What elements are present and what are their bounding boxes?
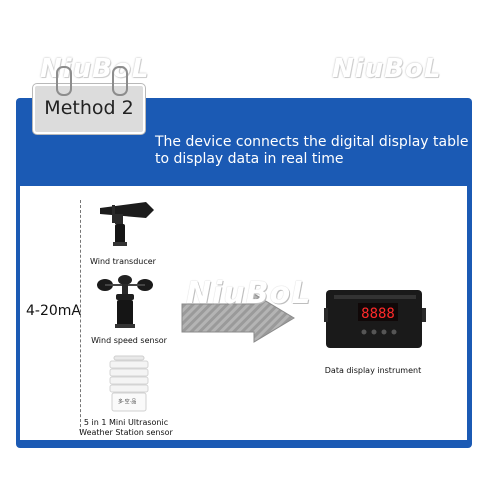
anemometer-icon [97,275,153,328]
caption-wind-speed-sensor: Wind speed sensor [91,336,167,345]
headline-line-2: to display data in real time [155,151,344,167]
caption-weather-station-line-2: Weather Station sensor [79,428,173,437]
headline-line-1: The device connects the digital display … [155,134,469,150]
caption-wind-transducer: Wind transducer [90,257,156,266]
watermark-center: NiuBoL [186,276,312,311]
signal-divider [80,200,81,432]
weather-station-icon [109,355,149,412]
method-label: Method 2 [44,97,134,119]
caption-weather-station-line-1: 5 in 1 Mini Ultrasonic [83,418,169,427]
method-tab: Method 2 [33,84,145,134]
display-instrument-icon: 8888 [324,290,426,348]
flow-arrow-icon [181,293,295,343]
binder-ring-icon [56,66,72,96]
watermark-right: NiuBoL [332,54,442,84]
device-marking: 多·空·品 [118,399,137,405]
binder-ring-icon [112,66,128,96]
signal-label: 4-20mA [26,303,81,319]
headline: The device connects the digital display … [155,134,475,168]
caption-weather-station: 5 in 1 Mini Ultrasonic Weather Station s… [76,418,176,438]
instrument-readout: 8888 [361,306,395,322]
caption-display-instrument: Data display instrument [324,366,422,375]
wind-vane-icon [100,202,154,246]
